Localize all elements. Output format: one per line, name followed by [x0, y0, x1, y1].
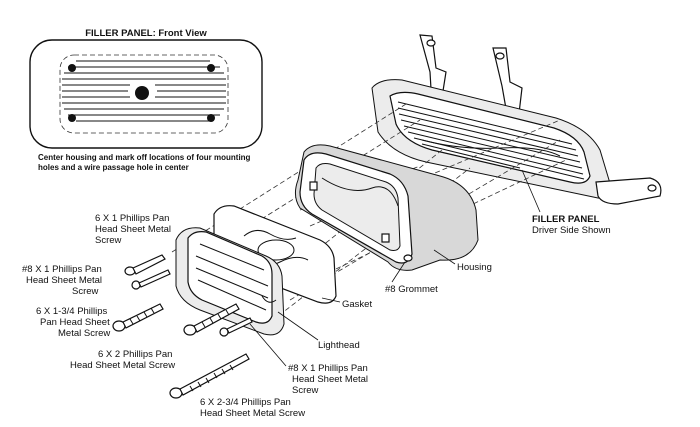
screw-8x1-left — [131, 269, 171, 290]
housing-tab-right — [381, 233, 390, 243]
inset-note-line-1: Center housing and mark off locations of… — [38, 153, 251, 162]
gasket-center-hole — [257, 239, 295, 261]
label-screw-6x1-l1: 6 X 1 Phillips Pan — [95, 213, 169, 224]
housing-wire — [321, 177, 399, 207]
label-filler-panel: FILLER PANEL — [532, 214, 600, 225]
inset-louvers — [62, 60, 226, 122]
filler-panel-drawing — [371, 34, 662, 205]
bracket-right — [492, 47, 523, 123]
label-screw-6x234-l2: Head Sheet Metal Screw — [200, 408, 305, 419]
filler-panel-right-tab — [595, 177, 662, 205]
inset-title: FILLER PANEL: Front View — [85, 28, 207, 39]
mounting-hole-top-left — [68, 64, 76, 72]
lighthead-lens — [187, 231, 273, 324]
wire-passage-hole — [135, 86, 149, 100]
label-screw-6x1-l3: Screw — [95, 235, 122, 246]
mounting-hole-bottom-left — [68, 114, 76, 122]
screw-6x2 — [183, 303, 240, 336]
label-driver-side: Driver Side Shown — [532, 225, 611, 236]
label-screw-8x1-left-l2: Head Sheet Metal — [26, 275, 102, 286]
right-tab-hole — [647, 184, 657, 192]
screw-6x234 — [169, 353, 250, 399]
bracket-right-hole — [495, 52, 505, 60]
mounting-hole-top-right — [207, 64, 215, 72]
inset-note-line-2: holes and a wire passage hole in center — [38, 163, 189, 172]
housing-tab-left — [309, 181, 318, 191]
label-screw-8x1-bottom-l3: Screw — [292, 385, 319, 396]
label-screw-6x234-l1: 6 X 2-3/4 Phillips Pan — [200, 397, 291, 408]
grommet — [403, 254, 413, 262]
filler-panel-wire — [421, 139, 561, 157]
inset-housing-outline — [59, 54, 229, 134]
filler-panel-opening — [389, 91, 591, 184]
lighthead-drawing — [175, 227, 285, 336]
screw-6x1 — [124, 254, 166, 276]
housing-drawing — [294, 144, 479, 271]
screw-6x134 — [112, 303, 164, 332]
label-screw-8x1-bottom-l2: Head Sheet Metal — [292, 374, 368, 385]
label-gasket: Gasket — [342, 299, 372, 310]
screws — [112, 254, 253, 399]
mounting-hole-bottom-right — [207, 114, 215, 122]
label-housing: Housing — [457, 262, 492, 273]
label-screw-8x1-left-l1: #8 X 1 Phillips Pan — [22, 264, 102, 275]
label-screw-8x1-left-l3: Screw — [72, 286, 99, 297]
inset-outer-panel — [29, 39, 263, 149]
label-screw-6x134-l1: 6 X 1-3/4 Phillips — [36, 306, 108, 317]
label-screw-6x2-l2: Head Sheet Metal Screw — [70, 360, 175, 371]
label-screw-6x134-l3: Metal Screw — [58, 328, 110, 339]
label-screw-6x134-l2: Pan Head Sheet — [40, 317, 110, 328]
label-screw-6x1-l2: Head Sheet Metal — [95, 224, 171, 235]
screw-8x1-bottom — [219, 317, 253, 337]
leader-lines — [249, 169, 541, 367]
label-grommet: #8 Grommet — [385, 284, 438, 295]
filler-panel-louvers — [397, 101, 585, 180]
label-screw-6x2-l1: 6 X 2 Phillips Pan — [98, 349, 172, 360]
label-lighthead: Lighthead — [318, 340, 360, 351]
labels: FILLER PANEL Driver Side Shown Housing #… — [22, 213, 611, 419]
bracket-left-hole — [426, 39, 436, 47]
inset-front-view: FILLER PANEL: Front View Center housing … — [29, 28, 263, 172]
label-screw-8x1-bottom-l1: #8 X 1 Phillips Pan — [288, 363, 368, 374]
